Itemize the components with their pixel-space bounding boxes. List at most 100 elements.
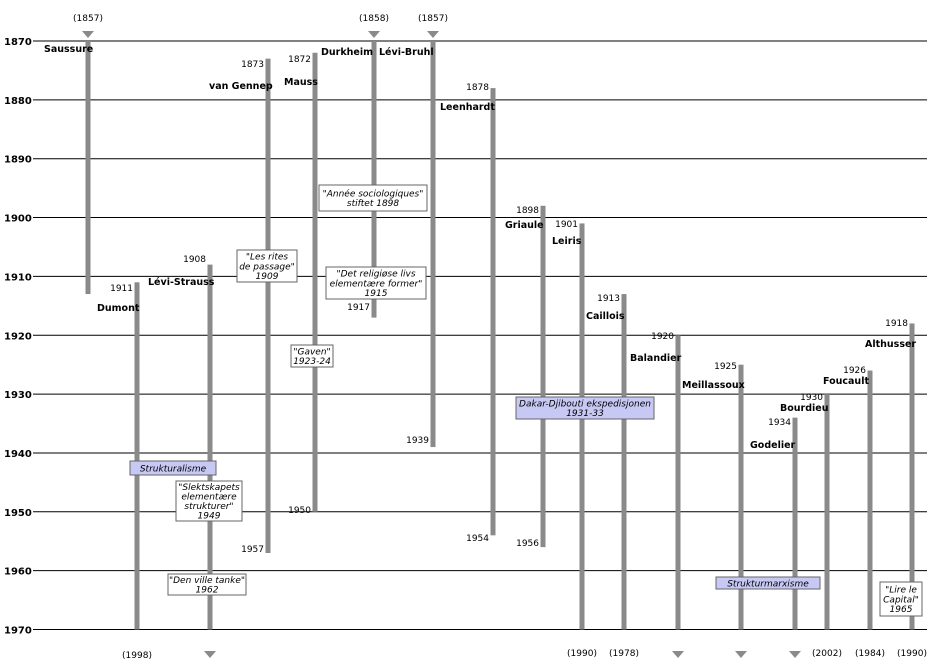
annotation-box-strukturmarxisme	[715, 576, 821, 590]
birth-year-label: 1901	[555, 220, 578, 230]
arrow-down-icon	[204, 651, 216, 658]
birth-year-label: (1857)	[418, 14, 448, 24]
death-year-label: 1950	[288, 506, 311, 516]
lifeline-foucault	[867, 370, 873, 630]
annotation-text: Strukturmarxisme	[727, 579, 809, 589]
birth-year-label: 1913	[597, 294, 620, 304]
annotation-box-lire-le	[879, 581, 923, 617]
annotation-text: "Gaven"	[293, 348, 330, 358]
lifeline-durkheim	[371, 41, 377, 318]
person-name-leiris: Leiris	[552, 236, 582, 247]
lifeline-levi-bruhl	[430, 41, 436, 448]
death-year-label: 1939	[406, 436, 429, 446]
annotation-text: "Slektskapets	[178, 483, 240, 493]
arrow-down-icon	[82, 31, 94, 38]
person-name-durkheim: Durkheim	[321, 47, 373, 58]
annotation-text: strukturer"	[184, 502, 233, 512]
annotation-box-les-rites	[236, 249, 298, 283]
annotation-box-strukturalisme	[129, 460, 217, 476]
person-name-saussure: Saussure	[44, 44, 93, 55]
lifeline-althusser	[909, 323, 915, 630]
annotation-box-gaven	[290, 344, 334, 368]
person-name-balandier: Balandier	[630, 353, 682, 364]
year-tick-label: 1940	[4, 449, 32, 460]
death-year-label: (1984)	[855, 649, 885, 659]
person-name-levi-strauss: Lévi-Strauss	[148, 277, 215, 288]
birth-year-label: (1857)	[73, 14, 103, 24]
death-year-label: (1978)	[609, 649, 639, 659]
lifeline-van-gennep	[265, 58, 271, 553]
lifeline-meillassoux	[738, 364, 744, 630]
birth-year-label: 1872	[288, 55, 311, 65]
annotation-text: Capital"	[883, 595, 919, 605]
annotation-text: 1909	[256, 272, 279, 282]
lifeline-saussure	[85, 41, 91, 295]
lifeline-levi-strauss	[207, 264, 213, 630]
annotation-text: 1965	[890, 605, 913, 615]
annotation-box-dakar-djibouti-ekspedisjonen	[515, 396, 655, 420]
year-tick-label: 1880	[4, 96, 32, 107]
annotation-text: 1923-24	[293, 357, 331, 367]
birth-year-label: 1911	[110, 284, 133, 294]
lifeline-godelier	[792, 417, 798, 630]
annotation-box-det-religi-se-livs	[325, 266, 427, 300]
death-year-label: 1913	[61, 0, 84, 3]
annotation-box-slektskapets	[175, 480, 243, 522]
annotation-text: elementære	[181, 493, 237, 503]
annotation-text: Strukturalisme	[140, 464, 207, 474]
year-tick-label: 1870	[4, 37, 32, 48]
year-tick-label: 1970	[4, 626, 32, 637]
arrow-down-icon	[672, 651, 684, 658]
death-year-label: 1917	[347, 303, 370, 313]
death-year-label: (1990)	[567, 649, 597, 659]
year-tick-label: 1890	[4, 155, 32, 166]
arrow-down-icon	[735, 651, 747, 658]
lifeline-leenhardt	[490, 88, 496, 536]
death-year-label: (1990)	[897, 649, 927, 659]
annotation-text: 1949	[198, 512, 221, 522]
birth-year-label: 1873	[241, 60, 264, 70]
person-name-althusser: Althusser	[865, 339, 916, 350]
annotation-text: elementære former"	[330, 279, 423, 289]
annotation-text: 1962	[196, 586, 219, 596]
year-tick-label: 1960	[4, 567, 32, 578]
year-tick-label: 1930	[4, 390, 32, 401]
lifeline-bourdieu	[824, 394, 830, 630]
lifeline-dumont	[134, 282, 140, 630]
annotation-text: de passage"	[239, 262, 295, 272]
person-name-foucault: Foucault	[823, 376, 869, 387]
arrow-down-icon	[789, 651, 801, 658]
person-name-griaule: Griaule	[505, 220, 544, 231]
birth-year-label: 1926	[843, 366, 866, 376]
annotation-text: "Année sociologiques"	[323, 189, 424, 200]
year-tick-label: 1900	[4, 214, 32, 225]
person-name-van-gennep: van Gennep	[209, 81, 273, 92]
annotation-text: Dakar-Djibouti ekspedisjonen	[519, 400, 651, 410]
birth-year-label: 1908	[183, 255, 206, 265]
person-name-caillois: Caillois	[586, 311, 625, 322]
lifeline-mauss	[312, 52, 318, 512]
annotation-text: "Den ville tanke"	[169, 576, 245, 586]
lifeline-caillois	[621, 294, 627, 630]
person-name-leenhardt: Leenhardt	[440, 102, 495, 113]
lifeline-balandier	[675, 335, 681, 630]
death-year-label: 1956	[516, 539, 539, 549]
lifeline-griaule	[540, 205, 546, 548]
annotation-text: "Les rites	[246, 253, 289, 263]
annotation-text: stiftet 1898	[347, 199, 400, 209]
annotation-text: 1915	[365, 289, 388, 299]
annotation-text: "Det religiøse livs	[336, 270, 415, 280]
death-year-label: (2002)	[812, 649, 842, 659]
person-name-levi-bruhl: Lévi-Bruhl	[379, 47, 434, 58]
year-tick-label: 1920	[4, 331, 32, 342]
arrow-down-icon	[368, 31, 380, 38]
year-tick-label: 1910	[4, 272, 32, 283]
death-year-label: (1998)	[122, 651, 152, 661]
birth-year-label: 1925	[714, 362, 737, 372]
birth-year-label: 1934	[768, 418, 791, 428]
birth-year-label: 1878	[466, 83, 489, 93]
arrow-down-icon	[427, 31, 439, 38]
death-year-label: 1954	[466, 534, 489, 544]
annotation-text: 1931-33	[566, 409, 604, 419]
